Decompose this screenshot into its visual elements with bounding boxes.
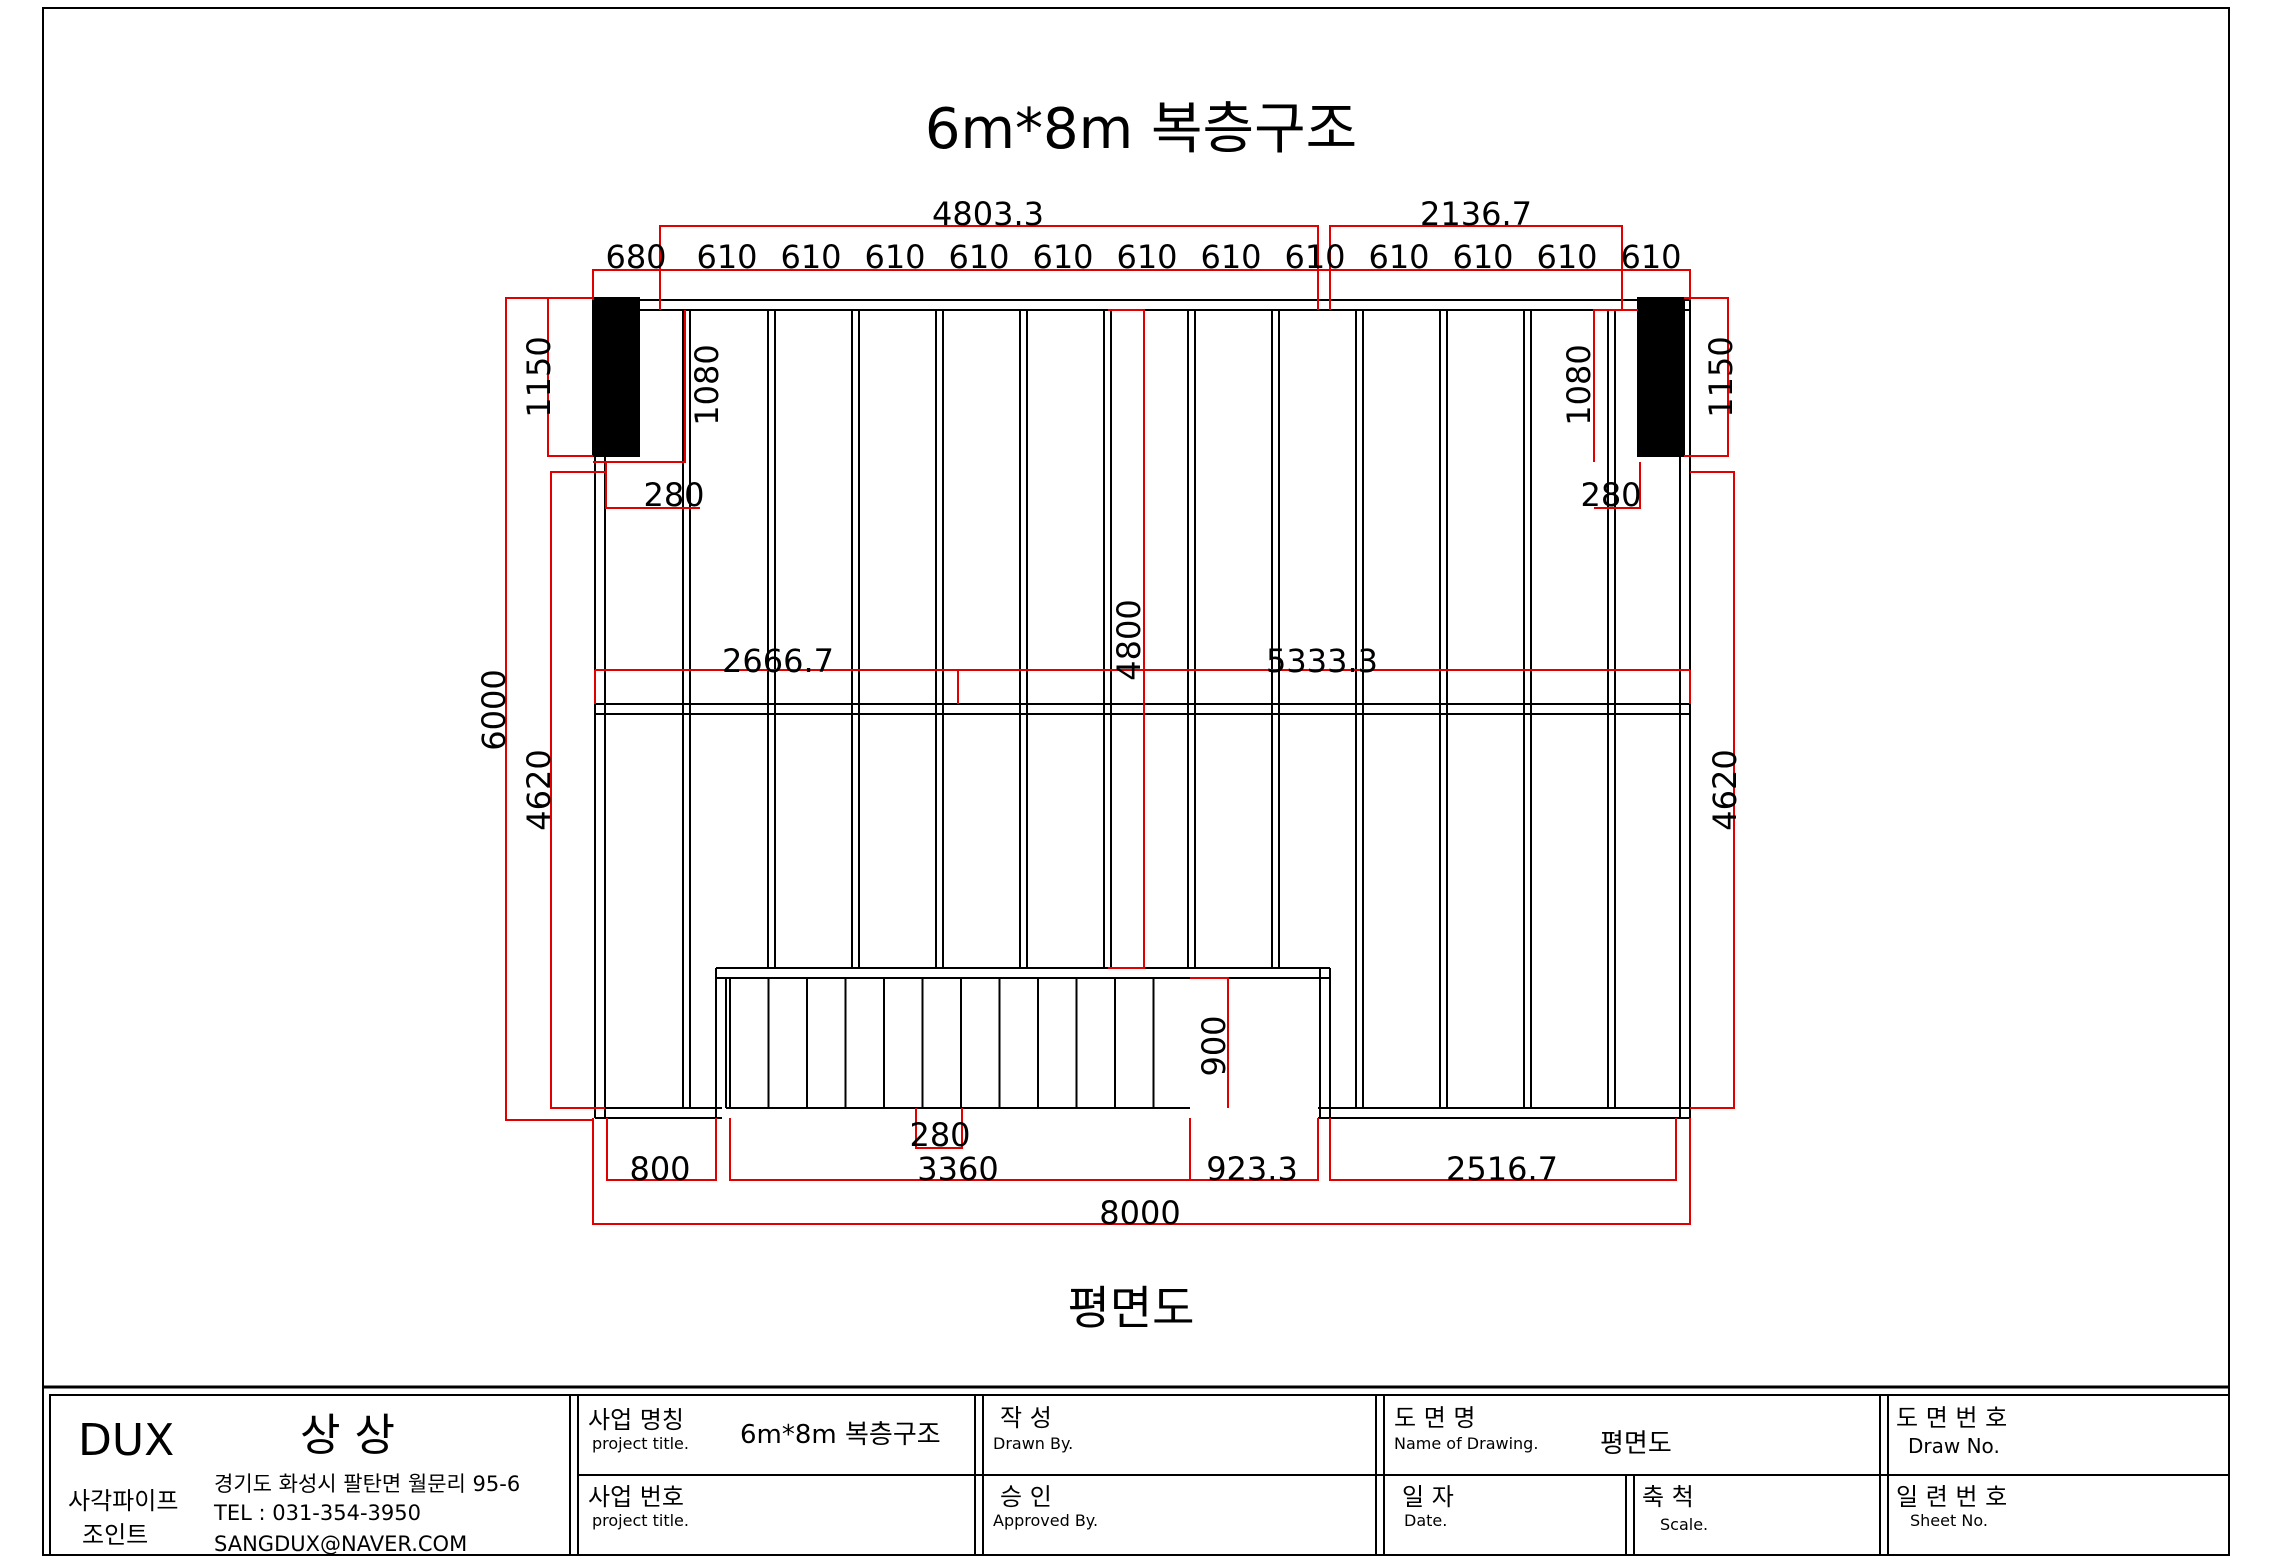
dim-top-spacing: 610: [948, 238, 1009, 276]
draw-no-label-en: Draw No.: [1908, 1434, 2000, 1458]
dim-bottom-3: 923.3: [1206, 1150, 1298, 1188]
dim-top-spacing: 680: [605, 238, 666, 276]
dim-top-spacing: 610: [1116, 238, 1177, 276]
drawing-title: 6m*8m 복층구조: [925, 97, 1357, 162]
project-no-label-en: project title.: [592, 1511, 689, 1530]
drawing-name-value: 평면도: [1600, 1429, 1672, 1459]
dim-left-lower-height: 4620: [520, 749, 558, 830]
dim-bottom-2: 3360: [917, 1150, 998, 1188]
project-name-label-en: project title.: [592, 1434, 689, 1453]
dim-top-spacing: 610: [1032, 238, 1093, 276]
project-name-label: 사업 명칭: [588, 1406, 684, 1434]
title-block-text: DUX 상 상 사각파이프 조인트 경기도 화성시 팔탄면 월문리 95-6 T…: [68, 1404, 2007, 1556]
draw-no-label: 도 면 번 호: [1896, 1404, 2007, 1432]
company-name: DUX: [78, 1415, 174, 1466]
dim-top-group-left: 4803.3: [932, 195, 1044, 233]
dim-mid-vertical: 4800: [1110, 599, 1148, 680]
dim-stair-offset: 280: [909, 1116, 970, 1154]
company-email: SANGDUX@NAVER.COM: [214, 1532, 467, 1556]
drawing-name-label: 도 면 명: [1394, 1404, 1476, 1432]
project-no-label: 사업 번호: [588, 1483, 684, 1511]
dim-bottom-1: 800: [629, 1150, 690, 1188]
company-address: 경기도 화성시 팔탄면 월문리 95-6: [214, 1472, 520, 1496]
date-label-en: Date.: [1404, 1511, 1447, 1530]
dim-right-lower-height: 4620: [1706, 749, 1744, 830]
drawing-name-label-en: Name of Drawing.: [1394, 1434, 1538, 1453]
company-brand: 상 상: [300, 1410, 395, 1461]
company-sub2: 조인트: [82, 1521, 148, 1549]
dim-top-spacing: 610: [1620, 238, 1681, 276]
scale-label: 축 척: [1642, 1483, 1694, 1511]
dim-right-inner-height: 1080: [1560, 344, 1598, 425]
dim-top-spacing: 610: [780, 238, 841, 276]
date-label: 일 자: [1402, 1483, 1454, 1511]
stair-treads: [729, 978, 1155, 1108]
dim-left-column-height: 1150: [520, 336, 558, 417]
drawing-caption: 평면도: [1068, 1281, 1195, 1335]
dim-top-spacing: 610: [864, 238, 925, 276]
joists: [682, 310, 1616, 1108]
dim-left-inner-height: 1080: [688, 344, 726, 425]
dim-bottom-4: 2516.7: [1446, 1150, 1558, 1188]
drawn-by-label-en: Drawn By.: [993, 1434, 1073, 1453]
dim-mid-left: 2666.7: [722, 642, 834, 680]
top-spacing-labels: 680 610 610 610 610 610 610 610 610 610 610 610 610: [605, 238, 1681, 276]
approved-by-label-en: Approved By.: [993, 1511, 1098, 1530]
dim-top-spacing: 610: [1200, 238, 1261, 276]
dim-left-offset: 280: [643, 476, 704, 514]
dim-top-spacing: 610: [1452, 238, 1513, 276]
dim-right-column-height: 1150: [1702, 336, 1740, 417]
dim-total-width: 8000: [1099, 1194, 1180, 1232]
floor-plan-structure: [592, 297, 1691, 1119]
dim-top-group-right: 2136.7: [1420, 195, 1532, 233]
project-name-value: 6m*8m 복층구조: [740, 1420, 941, 1450]
dimension-lines: [505, 225, 1735, 1225]
dim-top-spacing: 610: [1368, 238, 1429, 276]
dimension-labels: 4803.3 2136.7 680 610 610 610 610 610 610 610 61…: [475, 195, 1744, 1232]
sheet-no-label: 일 련 번 호: [1896, 1483, 2007, 1511]
approved-by-label: 승 인: [1000, 1483, 1052, 1511]
dim-top-spacing: 610: [696, 238, 757, 276]
dim-total-height: 6000: [475, 669, 513, 750]
dim-stair-height: 900: [1195, 1015, 1233, 1076]
sheet-no-label-en: Sheet No.: [1910, 1511, 1988, 1530]
dim-right-offset: 280: [1580, 476, 1641, 514]
title-block: [43, 1385, 2230, 1556]
company-sub1: 사각파이프: [68, 1487, 178, 1515]
dim-top-spacing: 610: [1536, 238, 1597, 276]
scale-label-en: Scale.: [1660, 1515, 1708, 1534]
dim-mid-right: 5333.3: [1266, 642, 1378, 680]
drawn-by-label: 작 성: [1000, 1404, 1052, 1432]
dim-top-spacing: 610: [1284, 238, 1345, 276]
company-tel: TEL : 031-354-3950: [213, 1501, 421, 1525]
